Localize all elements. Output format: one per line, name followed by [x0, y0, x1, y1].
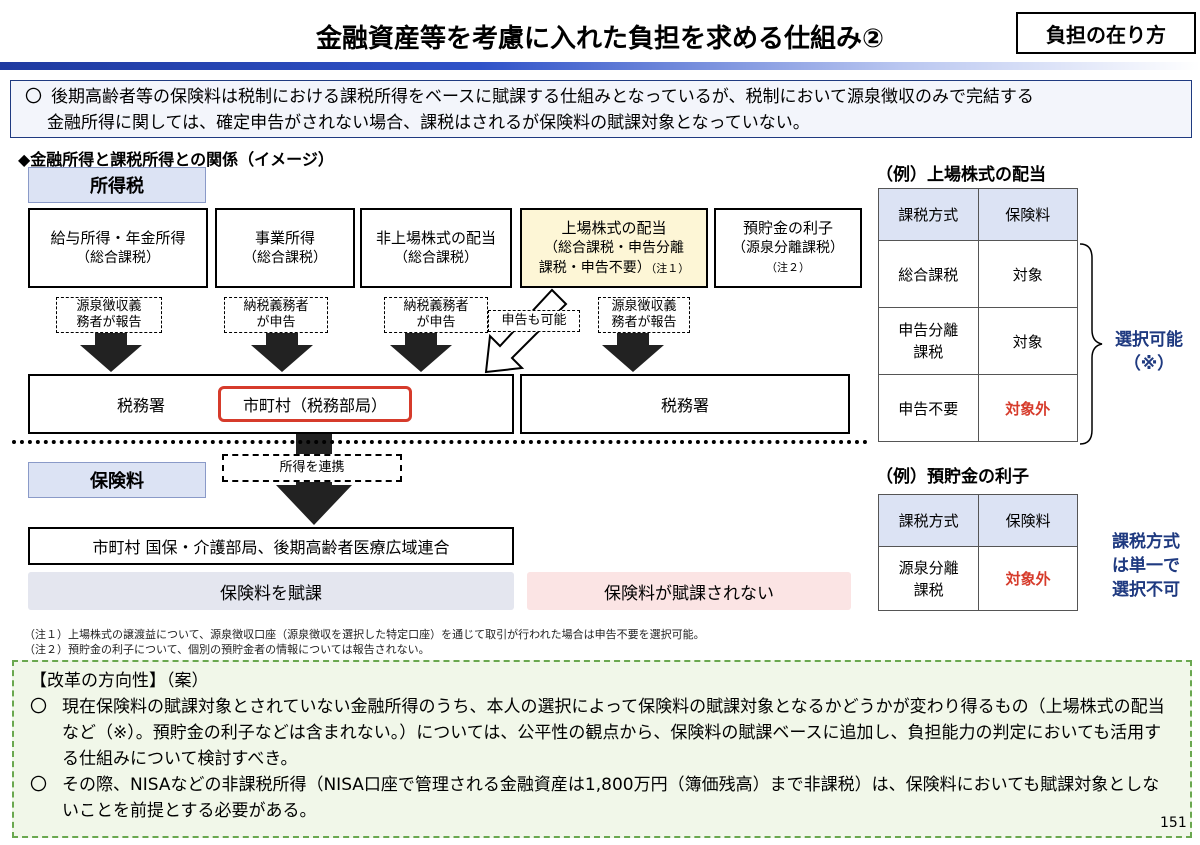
diagram-heading: ◆金融所得と課税所得との関係（イメージ）: [18, 150, 334, 169]
footnote-ref-1: （注１）: [650, 261, 690, 275]
reform-item-text: 現在保険料の賦課対象とされていない金融所得のうち、本人の選択によって保険料の賦課…: [62, 697, 1165, 769]
table-row: 総合課税 対象: [878, 240, 1078, 308]
table-cell: 源泉分離課税: [877, 546, 980, 611]
income-tax-label: 所得税: [28, 167, 206, 203]
example2-note: 課税方式 は単一で 選択不可: [1096, 530, 1196, 602]
income-box-title: 預貯金の利子: [742, 219, 833, 237]
header-divider: [0, 62, 1200, 70]
footnote-ref-2: （注２）: [766, 261, 810, 274]
note-line: 選択不可: [1112, 580, 1180, 600]
note-line: 選択可能: [1115, 330, 1183, 350]
footnote-2: （注２）預貯金の利子について、個別の預貯金者の情報については報告されない。: [24, 643, 430, 656]
table-cell: 対象: [977, 307, 1078, 375]
table-cell: 総合課税: [878, 240, 979, 308]
income-box-business: 事業所得 （総合課税）: [215, 208, 355, 288]
intro-line-1: 後期高齢者等の保険料は税制における課税所得をベースに賦課する仕組みとなっているが…: [51, 87, 1034, 107]
note-line: は単一で: [1112, 556, 1180, 576]
table-row: 源泉分離課税 対象外: [877, 546, 1078, 611]
example2-table: 課税方式 保険料 源泉分離課税 対象外: [877, 494, 1078, 611]
example2-heading: （例）預貯金の利子: [876, 467, 1029, 487]
report-label-line: 務者が報告: [76, 315, 142, 330]
income-box-title: 給与所得・年金所得: [50, 229, 186, 247]
income-box-sub: （源泉分離課税）: [732, 240, 844, 256]
report-label-taxpayer: 納税義務者が申告: [384, 297, 488, 333]
report-label-withholding: 源泉徴収義務者が報告: [56, 297, 162, 333]
table-cell: 対象外: [978, 546, 1078, 611]
income-box-sub: （総合課税）: [243, 250, 327, 266]
reform-item-text: その際、NISAなどの非課税所得（NISA口座で管理される金融資産は1,800万…: [62, 775, 1160, 821]
flow-arrows: [80, 288, 664, 525]
municipality-box: 市町村（税務部局）: [218, 386, 412, 422]
declare-option-label: 申告も可能: [488, 310, 580, 332]
income-box-title: 事業所得: [254, 229, 315, 247]
report-label-withholding: 源泉徴収義務者が報告: [598, 297, 690, 333]
table-cell-text: 源泉分離課税: [898, 558, 959, 599]
income-box-sub: （総合課税）: [394, 250, 478, 266]
insurer-box: 市町村 国保・介護部局、後期高齢者医療広域連合: [28, 527, 514, 565]
link-label: 所得を連携: [222, 454, 402, 482]
income-box-salary: 給与所得・年金所得 （総合課税）: [28, 208, 208, 288]
example1-table: 課税方式 保険料 総合課税 対象 申告分離 課税 対象 申告不要 対象外: [878, 188, 1078, 442]
tax-office-right: 税務署: [520, 374, 850, 434]
income-box-title: 上場株式の配当: [561, 218, 667, 237]
example1-heading: （例）上場株式の配当: [876, 165, 1046, 185]
category-tag: 負担の在り方: [1016, 12, 1196, 54]
income-box-deposit-interest: 預貯金の利子 （源泉分離課税） （注２）: [714, 208, 862, 288]
note-line: （※）: [1123, 354, 1175, 374]
report-label-line: 納税義務者: [403, 299, 469, 314]
table-header: 課税方式: [878, 188, 979, 241]
bullet-circle: 〇: [30, 697, 47, 717]
bullet-circle: 〇: [25, 87, 42, 107]
table-row: 申告不要 対象外: [878, 374, 1078, 442]
tax-office-label: 税務署: [116, 396, 165, 415]
brace-icon: [1079, 243, 1103, 445]
income-box-unlisted-dividend: 非上場株式の配当 （総合課税）: [360, 208, 512, 288]
table-row: 申告分離 課税 対象: [878, 307, 1078, 375]
table-cell: 申告不要: [878, 374, 979, 442]
income-box-title: 非上場株式の配当: [375, 229, 496, 247]
not-levied-banner: 保険料が賦課されない: [527, 572, 851, 610]
example1-note: 選択可能 （※）: [1104, 328, 1194, 376]
report-label-line: が申告: [256, 315, 296, 330]
table-header: 保険料: [978, 494, 1078, 547]
reform-box: 【改革の方向性】（案） 〇 現在保険料の賦課対象とされていない金融所得のうち、本…: [12, 660, 1192, 838]
page-title: 金融資産等を考慮に入れた負担を求める仕組み②: [315, 24, 884, 54]
income-box-listed-dividend: 上場株式の配当 （総合課税・申告分離 課税・申告不要）（注１）: [520, 208, 708, 288]
section-divider: [12, 440, 868, 444]
table-cell: 対象: [977, 240, 1078, 308]
table-header: 課税方式: [877, 494, 980, 547]
levied-banner: 保険料を賦課: [28, 572, 514, 610]
note-line: 課税方式: [1112, 532, 1180, 552]
page-number: 151: [1160, 815, 1187, 831]
income-box-sub: （総合課税・申告分離: [544, 239, 684, 256]
income-box-sub: 課税・申告不要）: [538, 259, 651, 276]
income-box-sub: （総合課税）: [76, 250, 160, 266]
report-label-line: が申告: [416, 315, 456, 330]
report-label-line: 務者が報告: [611, 315, 677, 330]
reform-heading: 【改革の方向性】（案）: [30, 671, 209, 691]
footnote-1: （注１）上場株式の譲渡益について、源泉徴収口座（源泉徴収を選択した特定口座）を通…: [24, 628, 705, 641]
table-cell: 対象外: [977, 374, 1078, 442]
report-label-taxpayer: 納税義務者が申告: [224, 297, 328, 333]
intro-line-2: 金融所得に関しては、確定申告がされない場合、課税はされるが保険料の賦課対象となっ…: [47, 113, 810, 133]
bullet-circle: 〇: [30, 775, 47, 795]
report-label-line: 納税義務者: [243, 299, 309, 314]
report-label-line: 源泉徴収義: [76, 299, 142, 314]
intro-box: 〇後期高齢者等の保険料は税制における課税所得をベースに賦課する仕組みとなっている…: [10, 80, 1192, 138]
report-label-line: 源泉徴収義: [611, 299, 677, 314]
reform-item-1: 〇 現在保険料の賦課対象とされていない金融所得のうち、本人の選択によって保険料の…: [30, 694, 1174, 772]
premium-label: 保険料: [28, 462, 206, 498]
table-header: 保険料: [977, 188, 1078, 241]
table-cell: 申告分離 課税: [878, 307, 979, 375]
reform-item-2: 〇 その際、NISAなどの非課税所得（NISA口座で管理される金融資産は1,80…: [30, 772, 1174, 824]
